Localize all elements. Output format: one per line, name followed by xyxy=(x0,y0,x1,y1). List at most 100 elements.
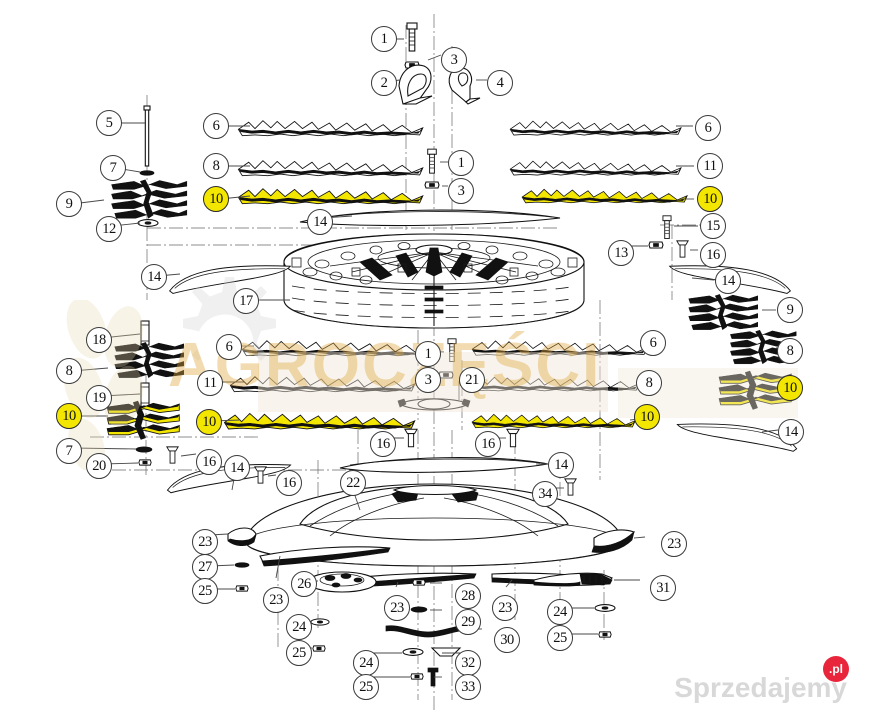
part-23-scraper-left xyxy=(227,527,257,546)
part-14-guard-upper xyxy=(299,209,561,227)
callout-part-9[interactable]: 9 xyxy=(56,191,82,217)
callout-part-14[interactable]: 14 xyxy=(715,268,741,294)
callout-part-20[interactable]: 20 xyxy=(86,453,112,479)
callout-part-8[interactable]: 8 xyxy=(636,370,662,396)
callout-part-24[interactable]: 24 xyxy=(547,599,573,625)
callout-part-32[interactable]: 32 xyxy=(455,650,481,676)
part-25-nut-a xyxy=(235,585,249,592)
callout-part-14[interactable]: 14 xyxy=(141,264,167,290)
part-14-ring-above-cone xyxy=(339,457,549,473)
callout-part-10[interactable]: 10 xyxy=(634,404,660,430)
callout-part-1[interactable]: 1 xyxy=(448,150,474,176)
callout-part-16[interactable]: 16 xyxy=(370,431,396,457)
callout-part-11[interactable]: 11 xyxy=(697,153,723,179)
callout-part-16[interactable]: 16 xyxy=(700,242,726,268)
part-16-rivet xyxy=(676,240,689,258)
callout-part-7[interactable]: 7 xyxy=(56,438,82,464)
part-23-blade-strip-a xyxy=(259,546,391,567)
part-33-bolt xyxy=(427,667,439,687)
callout-part-24[interactable]: 24 xyxy=(286,614,312,640)
callout-part-6[interactable]: 6 xyxy=(695,115,721,141)
callout-part-3[interactable]: 3 xyxy=(415,367,441,393)
callout-part-10[interactable]: 10 xyxy=(196,409,222,435)
callout-part-12[interactable]: 12 xyxy=(96,216,122,242)
callout-part-16[interactable]: 16 xyxy=(475,431,501,457)
callout-part-23[interactable]: 23 xyxy=(384,595,410,621)
part-4-knife-right xyxy=(448,67,481,105)
callout-part-33[interactable]: 33 xyxy=(455,674,481,700)
callout-part-27[interactable]: 27 xyxy=(192,554,218,580)
callout-part-6[interactable]: 6 xyxy=(640,330,666,356)
callout-part-16[interactable]: 16 xyxy=(276,470,302,496)
part-1-bolt-mid xyxy=(427,148,437,174)
callout-part-6[interactable]: 6 xyxy=(203,113,229,139)
callout-part-19[interactable]: 19 xyxy=(86,385,112,411)
part-23-scraper-right xyxy=(591,529,636,553)
callout-part-8[interactable]: 8 xyxy=(56,358,82,384)
callout-part-23[interactable]: 23 xyxy=(192,529,218,555)
part-24-washer-b xyxy=(402,648,424,656)
callout-part-10[interactable]: 10 xyxy=(203,186,229,212)
part-34-rivet xyxy=(564,478,577,496)
callout-part-30[interactable]: 30 xyxy=(494,627,520,653)
callout-part-14[interactable]: 14 xyxy=(778,419,804,445)
part-21-hub-plate xyxy=(397,398,471,411)
callout-part-25[interactable]: 25 xyxy=(353,674,379,700)
callout-part-3[interactable]: 3 xyxy=(448,178,474,204)
part-27-washer xyxy=(234,562,250,568)
callout-part-4[interactable]: 4 xyxy=(487,70,513,96)
callout-part-21[interactable]: 21 xyxy=(459,367,485,393)
callout-part-6[interactable]: 6 xyxy=(216,334,242,360)
callout-part-22[interactable]: 22 xyxy=(340,470,366,496)
callout-part-23[interactable]: 23 xyxy=(263,587,289,613)
callout-part-14[interactable]: 14 xyxy=(548,452,574,478)
part-10-blade-lower-right-highlighted xyxy=(471,413,636,429)
callout-part-17[interactable]: 17 xyxy=(233,288,259,314)
watermark-sprzedajemy: Sprzedajemy xyxy=(674,672,847,703)
part-13-nut xyxy=(648,241,664,249)
callout-part-25[interactable]: 25 xyxy=(286,640,312,666)
part-16-rivet-a xyxy=(404,428,418,448)
callout-part-18[interactable]: 18 xyxy=(86,327,112,353)
part-32-conical-washer xyxy=(430,647,462,657)
callout-part-10[interactable]: 10 xyxy=(697,186,723,212)
callout-part-23[interactable]: 23 xyxy=(492,595,518,621)
part-8-blade-left xyxy=(237,160,424,177)
callout-part-25[interactable]: 25 xyxy=(547,625,573,651)
callout-part-10[interactable]: 10 xyxy=(56,403,82,429)
part-29-washer xyxy=(410,606,428,613)
callout-part-13[interactable]: 13 xyxy=(608,240,634,266)
callout-part-11[interactable]: 11 xyxy=(197,370,223,396)
callout-part-3[interactable]: 3 xyxy=(441,47,467,73)
part-25-nut-d xyxy=(598,631,612,638)
callout-part-9[interactable]: 9 xyxy=(777,297,803,323)
callout-part-5[interactable]: 5 xyxy=(96,110,122,136)
callout-part-8[interactable]: 8 xyxy=(777,338,803,364)
callout-part-7[interactable]: 7 xyxy=(100,155,126,181)
callout-part-1[interactable]: 1 xyxy=(371,26,397,52)
callout-part-14[interactable]: 14 xyxy=(224,455,250,481)
callout-part-29[interactable]: 29 xyxy=(455,609,481,635)
callout-part-24[interactable]: 24 xyxy=(353,650,379,676)
callout-part-16[interactable]: 16 xyxy=(196,449,222,475)
callout-part-25[interactable]: 25 xyxy=(192,578,218,604)
callout-part-15[interactable]: 15 xyxy=(700,213,726,239)
watermark-pl-badge: .pl xyxy=(823,656,849,682)
callout-part-2[interactable]: 2 xyxy=(371,70,397,96)
part-31-knife-arm xyxy=(533,572,613,587)
callout-part-34[interactable]: 34 xyxy=(532,481,558,507)
callout-part-28[interactable]: 28 xyxy=(455,583,481,609)
part-6-blade-right xyxy=(509,120,682,136)
part-9-tine-cluster-left xyxy=(111,179,188,219)
callout-part-1[interactable]: 1 xyxy=(415,341,441,367)
callout-part-26[interactable]: 26 xyxy=(291,571,317,597)
part-28-nut xyxy=(412,579,426,586)
callout-part-31[interactable]: 31 xyxy=(650,575,676,601)
callout-part-10[interactable]: 10 xyxy=(777,375,803,401)
part-25-nut-c xyxy=(410,673,424,680)
part-12-washer xyxy=(137,219,159,227)
callout-part-23[interactable]: 23 xyxy=(661,531,687,557)
callout-part-14[interactable]: 14 xyxy=(307,209,333,235)
callout-part-8[interactable]: 8 xyxy=(203,153,229,179)
